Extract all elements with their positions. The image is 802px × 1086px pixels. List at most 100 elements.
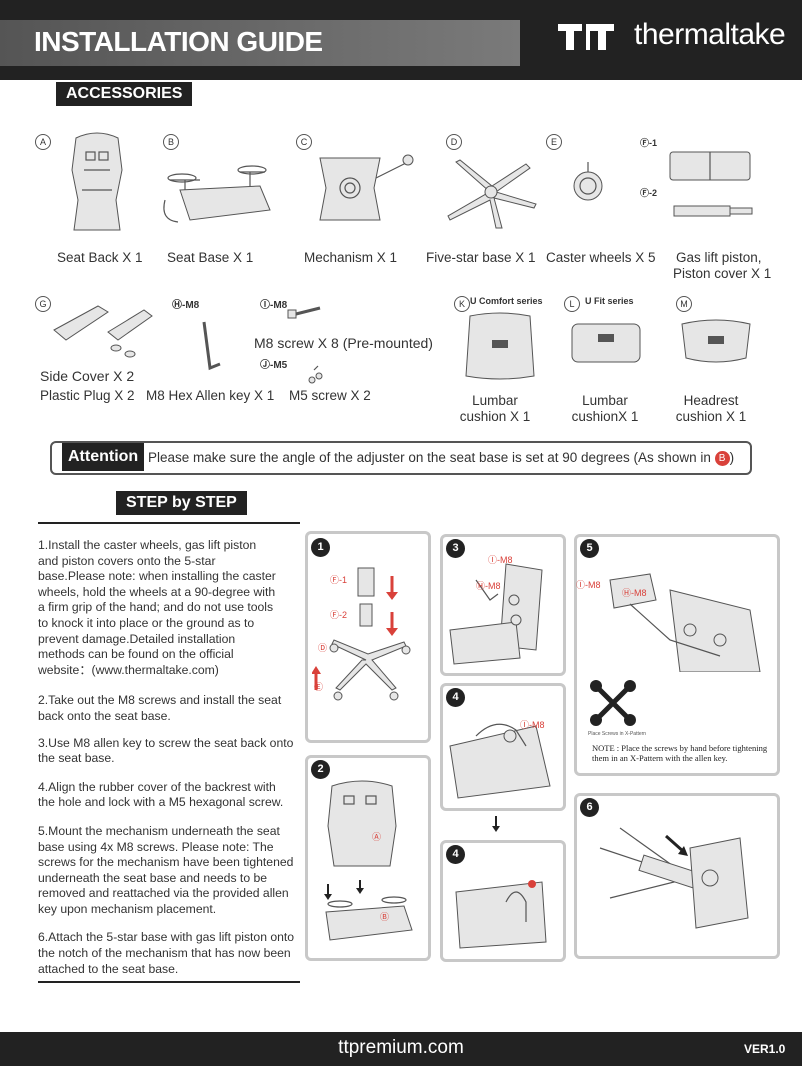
brand-name: thermaltake (634, 18, 786, 51)
step-3-number: 3 (446, 539, 465, 558)
p2-tag-b: Ⓑ (380, 912, 390, 922)
allen-key-label: M8 Hex Allen key X 1 (146, 388, 275, 403)
five-star-base-label: Five-star base X 1 (426, 250, 536, 265)
step-1-panel (305, 531, 431, 743)
caster-wheels-label: Caster wheels X 5 (546, 250, 656, 265)
p1-tag-d: Ⓓ (318, 643, 328, 653)
attention-message: Please make sure the angle of the adjust… (148, 450, 711, 465)
tag-h: Ⓗ-M8 (172, 300, 200, 311)
step-4a-number: 4 (446, 688, 465, 707)
footer-version: VER1.0 (744, 1042, 786, 1056)
p3-tag-h: Ⓗ-M8 (476, 581, 501, 591)
p1-tag-f2: Ⓕ-2 (330, 610, 348, 620)
gas-lift-piston-illustration (669, 151, 753, 217)
attention-text: Please make sure the angle of the adjust… (148, 450, 734, 466)
piston-cover-label: Piston cover X 1 (673, 266, 772, 281)
step-1-illustration (312, 567, 411, 701)
m5-screw-label: M5 screw X 2 (289, 388, 371, 403)
gas-lift-label: Gas lift piston, (676, 250, 762, 265)
steps-heading: STEP by STEP (116, 491, 247, 515)
letter-a: A (35, 134, 51, 150)
side-cover-label: Side Cover X 2 (40, 368, 135, 384)
step-6-panel (574, 793, 780, 959)
attention-label: Attention (62, 443, 145, 471)
down-arrow-icon (490, 816, 502, 836)
x-pattern-icon (590, 680, 636, 726)
p2-tag-a: Ⓐ (372, 832, 382, 842)
p1-tag-f1: Ⓕ-1 (330, 575, 348, 585)
m8-screw-icon (287, 306, 321, 319)
caster-wheel-illustration (573, 162, 603, 201)
step-2-illustration (324, 780, 413, 941)
five-star-base-illustration (447, 159, 537, 229)
step-2-number: 2 (311, 760, 330, 779)
letter-e: E (546, 134, 562, 150)
steps-list: 1.Install the caster wheels, gas lift pi… (38, 522, 300, 984)
accessories-heading: ACCESSORIES (56, 82, 193, 106)
step-3-illustration (449, 563, 543, 665)
step-2-text: 2.Take out the M8 screws and install the… (38, 693, 282, 723)
page-title: INSTALLATION GUIDE (34, 26, 323, 57)
lumbar-comfort-label-1: Lumbar (472, 393, 518, 408)
x-pattern-caption: Place Screws in X-Pattern (588, 731, 647, 737)
step-5-note: NOTE : Place the screws by hand before t… (592, 743, 768, 763)
letter-g: G (35, 296, 51, 312)
step-6-illustration (599, 827, 749, 929)
tag-f1: Ⓕ-1 (640, 138, 658, 148)
m5-screw-icon (308, 365, 323, 384)
letter-l: L (564, 296, 580, 312)
step-4b-number: 4 (446, 845, 465, 864)
m8-screw-label: M8 screw X 8 (Pre-mounted) (254, 335, 433, 351)
letter-c: C (296, 134, 312, 150)
step-5-text: 5.Mount the mechanism underneath the sea… (38, 823, 294, 916)
step-4b-illustration (455, 880, 547, 949)
u-fit-series: U Fit series (585, 296, 634, 306)
letter-b: B (163, 134, 179, 150)
tag-j: Ⓙ-M5 (260, 360, 288, 371)
headrest-label-2: cushion X 1 (675, 409, 747, 424)
seat-base-illustration (163, 165, 271, 223)
step-6-text: 6.Attach the 5-star base with gas lift p… (38, 930, 295, 976)
p5-tag-h: Ⓗ-M8 (622, 588, 647, 598)
letter-m: M (676, 296, 692, 312)
p4a-tag-i: Ⓘ-M8 (520, 720, 545, 730)
tag-f2: Ⓕ-2 (640, 188, 658, 198)
attention-close: ) (729, 450, 735, 465)
lumbar-cushion-comfort-illustration (465, 312, 535, 380)
step-6-number: 6 (580, 798, 599, 817)
step-5-number: 5 (580, 539, 599, 558)
step-1-number: 1 (311, 538, 330, 557)
allen-key-illustration (202, 321, 221, 371)
attention-box (50, 441, 752, 475)
header-title-band (0, 20, 520, 66)
headrest-cushion-illustration (681, 319, 751, 363)
mechanism-illustration (319, 154, 414, 221)
footer-url[interactable]: ttpremium.com (338, 1037, 464, 1058)
mechanism-label: Mechanism X 1 (304, 250, 398, 265)
plastic-plug-label: Plastic Plug X 2 (40, 388, 135, 403)
attention-ref-badge: B (714, 450, 730, 466)
footer-bar (0, 1032, 802, 1066)
lumbar-cushion-fit-illustration (571, 323, 641, 363)
p1-tag-e: Ⓔ (314, 682, 324, 692)
step-4a-illustration (449, 723, 551, 799)
letter-k: K (454, 296, 470, 312)
side-cover-illustration (53, 305, 153, 358)
tag-i: Ⓘ-M8 (260, 300, 288, 311)
step-5-illustration (609, 573, 761, 672)
step-4-text: 4.Align the rubber cover of the backrest… (38, 779, 284, 810)
letter-d: D (446, 134, 462, 150)
seat-back-illustration (71, 132, 123, 231)
seat-back-label: Seat Back X 1 (57, 250, 143, 265)
step-3-text: 3.Use M8 allen key to screw the seat bac… (38, 735, 294, 766)
headrest-label-1: Headrest (683, 393, 739, 408)
p3-tag-i: Ⓘ-M8 (488, 555, 513, 565)
u-comfort-series: U Comfort series (470, 296, 543, 306)
seat-base-label: Seat Base X 1 (167, 250, 254, 265)
p5-tag-i: Ⓘ-M8 (576, 580, 601, 590)
lumbar-comfort-label-2: cushion X 1 (459, 409, 531, 424)
lumbar-fit-label-2: cushionX 1 (571, 409, 639, 424)
lumbar-fit-label-1: Lumbar (582, 393, 628, 408)
thermaltake-logo-icon (558, 24, 614, 50)
step-1-text: 1.Install the caster wheels, gas lift pi… (38, 538, 276, 677)
